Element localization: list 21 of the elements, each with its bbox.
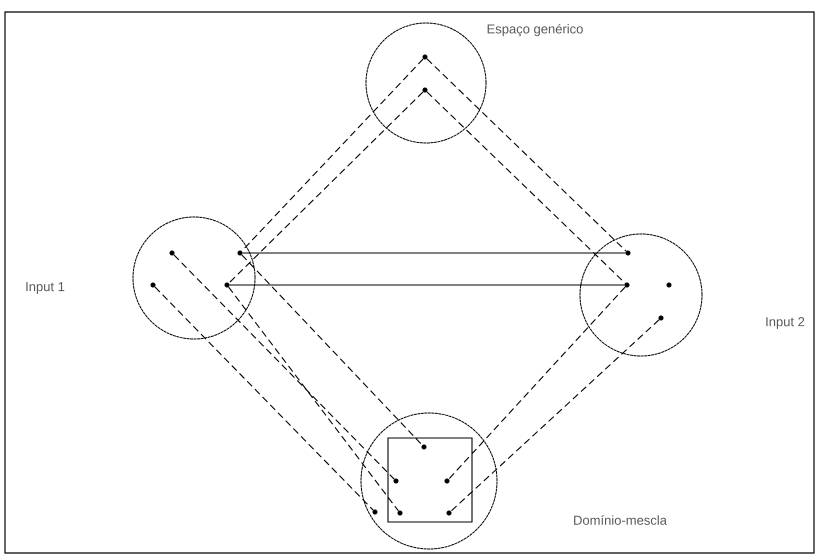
mapping-line	[241, 254, 423, 446]
space-label: Domínio-mescla	[574, 515, 667, 525]
space-label: Input 1	[26, 282, 64, 294]
mental-space-circle	[366, 22, 486, 144]
mapping-line	[448, 286, 626, 480]
space-label: Espaço genérico	[488, 24, 583, 36]
mapping-line	[450, 319, 660, 512]
space-label: Input 2	[766, 317, 804, 329]
mapping-line	[426, 91, 626, 284]
mapping-line	[228, 286, 399, 512]
mapping-line	[426, 58, 626, 252]
blend-square	[387, 437, 473, 523]
connector-line	[242, 252, 626, 254]
mapping-line	[174, 254, 394, 480]
connector-line	[230, 284, 624, 286]
mental-space-circle	[360, 412, 498, 550]
mental-space-circle	[580, 234, 702, 356]
mapping-line	[228, 92, 424, 284]
mental-space-circle	[132, 216, 256, 340]
mapping-line	[154, 286, 374, 510]
mapping-line	[241, 58, 424, 252]
